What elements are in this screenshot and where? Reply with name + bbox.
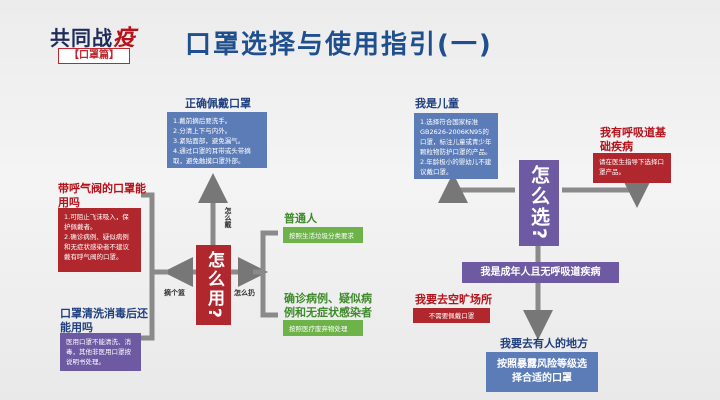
- children-box: 1.选择符合国家标准GB2626-2006KN95的口罩，标注儿童或青少年颗粒物…: [414, 113, 498, 179]
- page-title: 口罩选择与使用指引(一): [185, 30, 493, 60]
- clean-mask-box: 医用口罩不能清洗、消毒，其他非医用口罩按说明书处理。: [60, 333, 141, 371]
- ordinary-people-heading: 普通人: [284, 212, 317, 225]
- respiratory-box: 请在医生指导下选择口罩产品。: [593, 153, 671, 183]
- logo-text: 共同战: [50, 26, 113, 50]
- correct-wearing-box: 1.戴前摘后要洗手。 2.分清上下与内外。 3.紧贴面部，避免漏气。 4.通过口…: [167, 112, 267, 168]
- open-area-heading: 我要去空旷场所: [415, 293, 492, 306]
- step-2: 2.分清上下与内外。: [173, 127, 232, 135]
- respiratory-heading: 我有呼吸道基础疾病: [600, 126, 666, 153]
- confirmed-cases-heading: 确诊病例、疑似病例和无症状感染者: [284, 292, 372, 319]
- children-step-1: 1.选择符合国家标准GB2626-2006KN95的口罩，标注儿童或青少年颗粒物…: [420, 118, 492, 156]
- valve-mask-box: 1.可阻止飞沫吸入，保护佩戴者。 2.确诊病例、疑似病例和无症状感染者不建议戴有…: [58, 208, 141, 272]
- how-to-choose-label: 怎么选?: [519, 160, 559, 246]
- correct-wearing-heading: 正确佩戴口罩: [185, 97, 251, 110]
- children-heading: 我是儿童: [415, 97, 459, 110]
- verb-how-throw: 怎么扔: [234, 289, 255, 297]
- children-step-2: 2.年龄极小的婴幼儿不建议戴口罩。: [420, 158, 492, 176]
- adult-banner: 我是成年人且无呼吸道疾病: [462, 262, 619, 283]
- crowded-heading: 我要去有人的地方: [500, 337, 588, 350]
- ordinary-people-box: 按照生活垃圾分类要求: [283, 227, 363, 243]
- step-4: 4.通过口罩的耳带或头带摘取，避免触摸口罩外部。: [173, 147, 251, 165]
- clean-mask-heading: 口罩清洗消毒后还能用吗: [60, 307, 148, 334]
- clean-mask-text: 医用口罩不能清洗、消毒，其他非医用口罩按说明书处理。: [66, 338, 131, 366]
- valve-mask-heading: 带呼气阀的口罩能用吗: [58, 182, 146, 209]
- crowded-box: 按照暴露风险等级选择合适的口罩: [486, 352, 598, 392]
- open-area-text: 不需要佩戴口罩: [428, 312, 475, 320]
- open-area-box: 不需要佩戴口罩: [413, 308, 490, 323]
- verb-how-pick: 摘个篮: [164, 289, 185, 297]
- logo-swash: 疫: [113, 25, 137, 51]
- how-to-use-label: 怎么用?: [196, 245, 231, 325]
- confirmed-cases-text: 按照医疗废弃物处理: [289, 325, 348, 333]
- logo: 共同战疫: [50, 20, 136, 52]
- valve-text-1: 1.可阻止飞沫吸入，保护佩戴者。: [64, 213, 129, 231]
- logo-tag: 【口罩篇】: [58, 48, 130, 64]
- verb-how-wear: 怎么戴: [224, 207, 232, 228]
- step-3: 3.紧贴面部，避免漏气。: [173, 137, 245, 145]
- ordinary-people-text: 按照生活垃圾分类要求: [289, 232, 354, 240]
- step-1: 1.戴前摘后要洗手。: [173, 117, 232, 125]
- respiratory-text: 请在医生指导下选择口罩产品。: [599, 158, 664, 176]
- valve-text-2: 2.确诊病例、疑似病例和无症状感染者不建议戴有呼气阀的口罩。: [64, 233, 129, 261]
- confirmed-cases-box: 按照医疗废弃物处理: [283, 320, 363, 336]
